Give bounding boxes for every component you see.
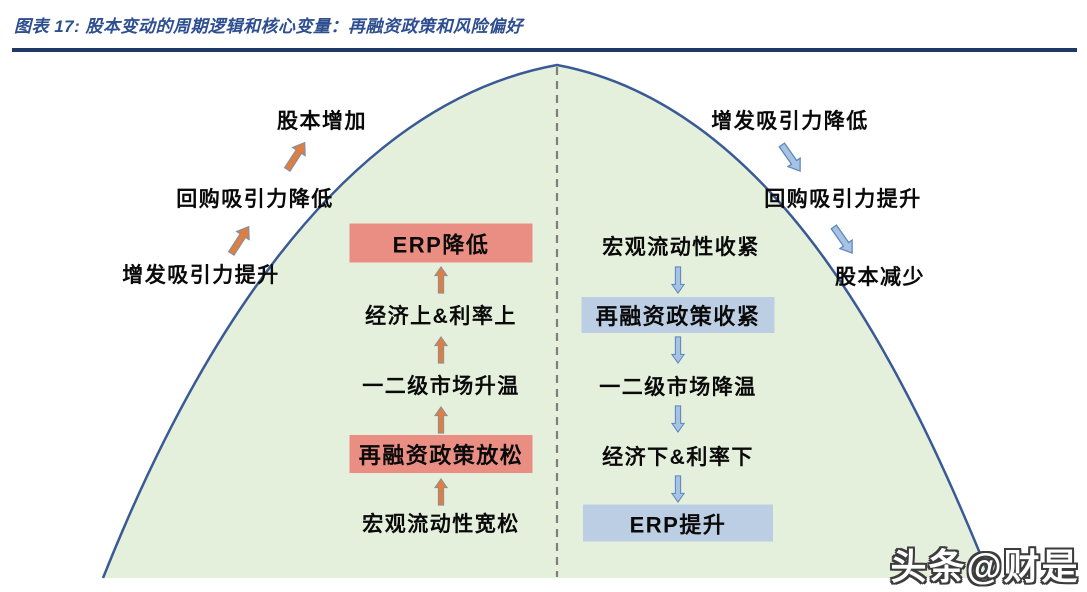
bell-curve-fill: [103, 65, 990, 578]
label-equity-decrease: 股本减少: [835, 266, 925, 289]
label-equity-increase: 股本增加: [277, 110, 367, 133]
down-arrow-icon: [671, 336, 685, 365]
down-arrow-icon: [671, 405, 685, 434]
down-arrow-icon: [671, 475, 685, 504]
diag-up-arrow-icon: [223, 220, 257, 259]
box-refinancing-policy-loosened: 再融资政策放松: [349, 435, 533, 473]
title-divider: [12, 48, 1077, 52]
label-economy-up-rates-up: 经济上&利率上: [365, 305, 517, 328]
label-macro-liquidity-loose: 宏观流动性宽松: [362, 513, 520, 536]
down-arrow-icon: [671, 266, 685, 295]
diag-down-arrow-icon: [826, 220, 861, 259]
label-issuance-attractiveness-up: 增发吸引力提升: [122, 264, 280, 287]
up-arrow-icon: [434, 405, 448, 435]
diag-up-arrow-icon: [279, 136, 313, 175]
label-markets-warming: 一二级市场升温: [362, 375, 520, 398]
label-buyback-attractiveness-up: 回购吸引力提升: [764, 188, 922, 211]
figure-title: 图表 17: 股本变动的周期逻辑和核心变量：再融资政策和风险偏好: [14, 17, 524, 36]
watermark-text: 头条@财是: [890, 546, 1080, 587]
label-buyback-attractiveness-down: 回购吸引力降低: [176, 188, 334, 211]
box-refinancing-policy-tightened: 再融资政策收紧: [581, 297, 775, 333]
up-arrow-icon: [434, 265, 448, 295]
bell-curve-outline: [101, 63, 992, 579]
box-erp-down: ERP降低: [349, 223, 533, 263]
box-erp-up: ERP提升: [583, 504, 773, 542]
label-issuance-attractiveness-down: 增发吸引力降低: [711, 110, 869, 133]
label-markets-cooling: 一二级市场降温: [599, 376, 757, 399]
diag-down-arrow-icon: [774, 138, 809, 177]
label-macro-liquidity-tightening: 宏观流动性收紧: [602, 236, 760, 259]
label-economy-down-rates-down: 经济下&利率下: [602, 446, 754, 469]
up-arrow-icon: [434, 477, 448, 507]
up-arrow-icon: [434, 335, 448, 365]
